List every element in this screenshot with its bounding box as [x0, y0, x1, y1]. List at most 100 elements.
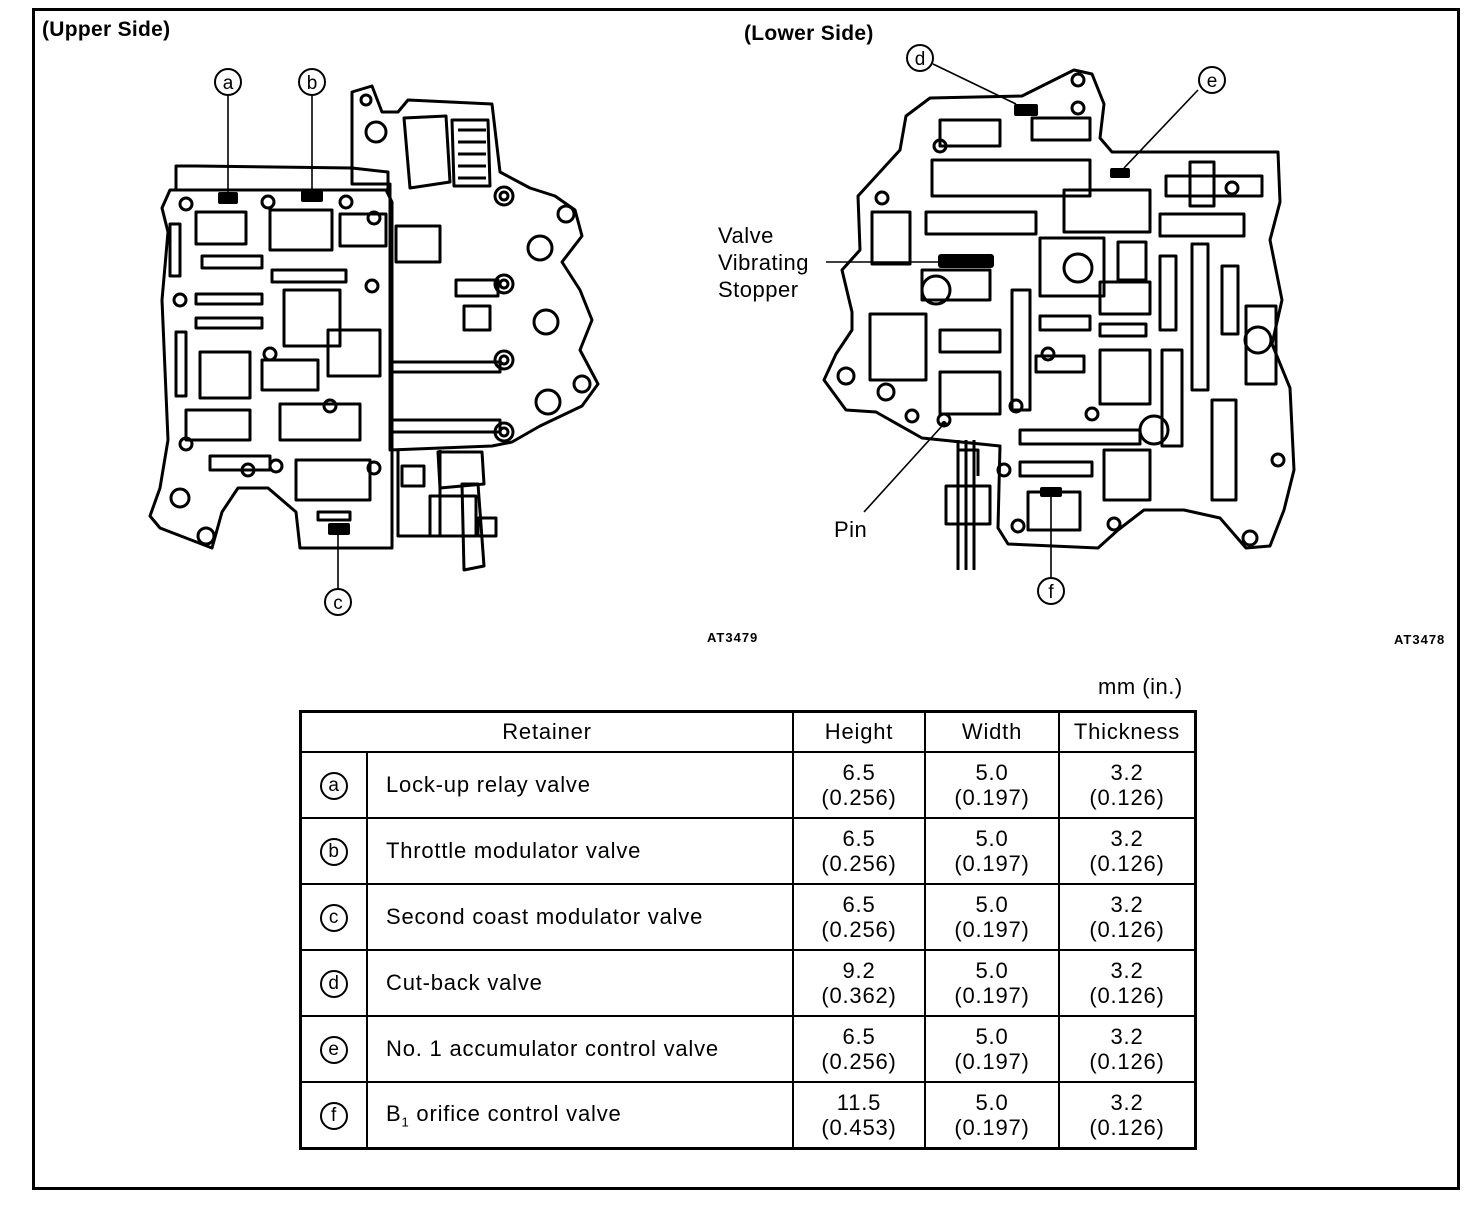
row-letter-badge: a: [320, 771, 348, 800]
width-in: (0.197): [954, 1115, 1030, 1140]
row-letter-badge: f: [320, 1101, 348, 1130]
marker-b-letter: b: [307, 73, 318, 94]
width-cell: 5.0(0.197): [924, 751, 1060, 819]
height-mm: 9.2: [842, 958, 876, 983]
marker-a-circle: [214, 68, 242, 96]
width-mm: 5.0: [975, 958, 1009, 983]
width-cell: 5.0(0.197): [924, 1081, 1060, 1150]
height-in: (0.256): [821, 851, 897, 876]
marker-d-circle: [906, 44, 934, 72]
pin-callout: Pin: [834, 517, 868, 542]
table-header-row: Retainer Height Width Thickness: [299, 710, 1197, 753]
height-column-header: Height: [792, 710, 926, 753]
height-mm: 6.5: [842, 892, 876, 917]
marker-a-letter: a: [223, 73, 234, 94]
thickness-column-header: Thickness: [1058, 710, 1197, 753]
width-column-header: Width: [924, 710, 1060, 753]
thickness-cell: 3.2(0.126): [1058, 751, 1197, 819]
leader-lines: [227, 63, 1199, 588]
height-in: (0.256): [821, 1049, 897, 1074]
retainer-a: [218, 192, 238, 204]
height-cell: 6.5(0.256): [792, 751, 926, 819]
height-in: (0.256): [821, 917, 897, 942]
stopper-callout: Valve Vibrating Stopper: [718, 222, 809, 303]
thickness-mm: 3.2: [1110, 892, 1144, 917]
width-in: (0.197): [954, 917, 1030, 942]
retainer-name-rest: orifice control valve: [409, 1100, 622, 1126]
valve-body-drawing: a b c d e f: [148, 44, 1296, 616]
height-cell: 6.5(0.256): [792, 883, 926, 951]
height-in: (0.256): [821, 785, 897, 810]
thickness-in: (0.126): [1089, 851, 1165, 876]
row-letter-badge: d: [320, 969, 348, 998]
width-mm: 5.0: [975, 1090, 1009, 1115]
upper-valve-body: [148, 84, 600, 572]
row-letter-badge: e: [320, 1035, 348, 1064]
width-mm: 5.0: [975, 1024, 1009, 1049]
height-mm: 6.5: [842, 760, 876, 785]
thickness-in: (0.126): [1089, 785, 1165, 810]
retainer-spec-table: Retainer Height Width Thickness a Lock-u…: [299, 710, 1197, 1150]
table-row: c Second coast modulator valve 6.5(0.256…: [299, 883, 1197, 951]
height-cell: 9.2(0.362): [792, 949, 926, 1017]
upper-side-heading: (Upper Side): [42, 18, 171, 41]
retainer-markers: [218, 104, 1130, 535]
row-letter-badge: b: [320, 837, 348, 866]
thickness-in: (0.126): [1089, 917, 1165, 942]
width-in: (0.197): [954, 983, 1030, 1008]
thickness-mm: 3.2: [1110, 1090, 1144, 1115]
width-cell: 5.0(0.197): [924, 883, 1060, 951]
table-row: a Lock-up relay valve 6.5(0.256) 5.0(0.1…: [299, 751, 1197, 819]
height-cell: 11.5(0.453): [792, 1081, 926, 1150]
width-cell: 5.0(0.197): [924, 949, 1060, 1017]
height-cell: 6.5(0.256): [792, 1015, 926, 1083]
height-mm: 6.5: [842, 1024, 876, 1049]
retainer-b: [301, 190, 323, 202]
marker-d-letter: d: [915, 49, 926, 70]
marker-f-circle: [1037, 577, 1065, 605]
thickness-cell: 3.2(0.126): [1058, 817, 1197, 885]
retainer-name-prefix: B: [386, 1100, 402, 1126]
thickness-mm: 3.2: [1110, 760, 1144, 785]
retainer-name: Second coast modulator valve: [366, 883, 794, 951]
width-in: (0.197): [954, 785, 1030, 810]
thickness-in: (0.126): [1089, 983, 1165, 1008]
thickness-cell: 3.2(0.126): [1058, 1015, 1197, 1083]
width-mm: 5.0: [975, 826, 1009, 851]
height-mm: 11.5: [836, 1090, 882, 1115]
thickness-cell: 3.2(0.126): [1058, 949, 1197, 1017]
valve-vibrating-stopper: [938, 254, 994, 268]
marker-f-letter: f: [1048, 582, 1054, 603]
thickness-mm: 3.2: [1110, 826, 1144, 851]
marker-e-letter: e: [1207, 71, 1218, 92]
width-in: (0.197): [954, 1049, 1030, 1074]
height-cell: 6.5(0.256): [792, 817, 926, 885]
stopper-callout-line-3: Stopper: [718, 277, 799, 302]
retainer-name: B1 orifice control valve: [366, 1081, 794, 1150]
width-mm: 5.0: [975, 760, 1009, 785]
retainer-name: Lock-up relay valve: [366, 751, 794, 819]
height-in: (0.362): [821, 983, 897, 1008]
retainer-column-header: Retainer: [299, 710, 794, 753]
retainer-name: Cut-back valve: [366, 949, 794, 1017]
height-in: (0.453): [821, 1115, 897, 1140]
width-in: (0.197): [954, 851, 1030, 876]
height-mm: 6.5: [842, 826, 876, 851]
stopper-callout-line-2: Vibrating: [718, 250, 809, 275]
marker-b-circle: [298, 68, 326, 96]
units-label: mm (in.): [1098, 674, 1183, 699]
pin-mark: [941, 421, 947, 427]
thickness-cell: 3.2(0.126): [1058, 883, 1197, 951]
upper-figure-code: AT3479: [707, 630, 759, 645]
marker-c-circle: [324, 588, 352, 616]
figure-frame: [32, 8, 1460, 1190]
retainer-f: [1040, 487, 1062, 497]
retainer-name: No. 1 accumulator control valve: [366, 1015, 794, 1083]
marker-c-letter: c: [333, 593, 343, 614]
retainer-name: Throttle modulator valve: [366, 817, 794, 885]
thickness-mm: 3.2: [1110, 1024, 1144, 1049]
table-row: b Throttle modulator valve 6.5(0.256) 5.…: [299, 817, 1197, 885]
retainer-d: [1014, 104, 1038, 116]
width-mm: 5.0: [975, 892, 1009, 917]
table-row: e No. 1 accumulator control valve 6.5(0.…: [299, 1015, 1197, 1083]
